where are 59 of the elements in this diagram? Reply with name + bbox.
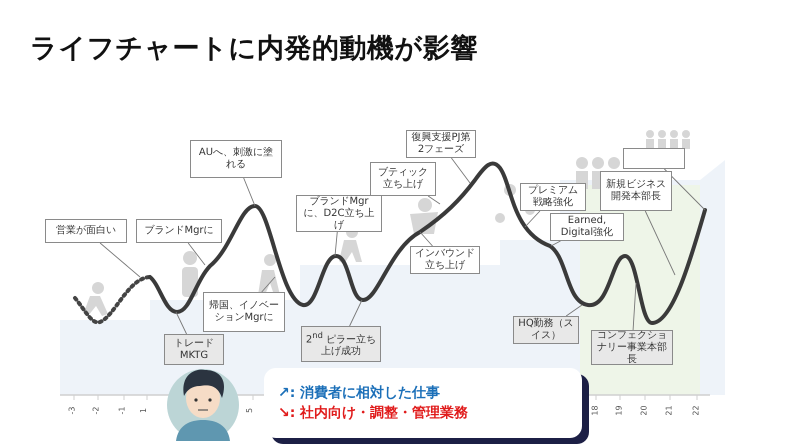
callout-box (410, 246, 480, 274)
speech-bubble (264, 368, 582, 438)
axis-tick-label: 5 (245, 408, 254, 414)
leader-line (664, 168, 706, 210)
callout-box (406, 130, 476, 158)
callout-box (136, 219, 222, 243)
axis-tick-label: 22 (692, 405, 701, 416)
callout-text: 復興支援PJ第2フェーズ (410, 132, 472, 156)
callout-box (550, 213, 624, 241)
leader-line (188, 242, 206, 266)
axis-tick-label: 18 (590, 405, 600, 416)
callout-text: プレミアム戦略強化 (527, 185, 579, 209)
axis-tick-label: 1 (139, 408, 148, 414)
callout-box (370, 162, 436, 196)
leader-line (644, 210, 676, 276)
callout-box (296, 195, 382, 232)
callout-box (600, 171, 672, 211)
legend-text: ↘: 社内向け・調整・管理業務 (278, 404, 470, 422)
leader-line (550, 240, 561, 246)
callout-text: HQ勤務（スイス） (517, 318, 575, 342)
legend-text: ↗: 消費者に相対した仕事 (278, 384, 442, 402)
axis-tick-label: 20 (640, 405, 649, 416)
callout-text: ブランドMgrに、D2C立ち上げ (302, 196, 376, 232)
axis-tick-label: -3 (68, 406, 76, 414)
callout-text: ブランドMgrに (144, 225, 214, 237)
callout-box (520, 183, 586, 211)
callout-text: 帰国、イノベーションMgrに (208, 300, 280, 324)
callout-text: Earned, Digital強化 (560, 215, 614, 239)
axis-tick-label: -1 (118, 406, 126, 414)
leader-line (428, 196, 440, 204)
callout-text: 営業が面白い (56, 225, 116, 237)
leader-line (176, 312, 187, 334)
leader-line (420, 232, 433, 246)
callout-box (513, 316, 579, 344)
callout-box (190, 140, 282, 178)
leader-line (632, 282, 636, 330)
leader-line (100, 242, 140, 278)
leader-line (349, 300, 362, 326)
leader-line (261, 276, 276, 292)
leader-line (450, 158, 470, 184)
callout-text: コンフェクショナリー事業本部長 (596, 330, 668, 366)
leader-line (334, 232, 338, 256)
callout-text: トレードMKTG (173, 338, 215, 362)
callout-text: 2$^{nd}$ ピラー立ち上げ成功 (305, 330, 377, 358)
leader-line (243, 178, 256, 206)
empty-callout-box (623, 148, 685, 169)
callout-box (45, 219, 127, 243)
title: ライフチャートに内発的動機が影響 (30, 32, 478, 66)
axis-tick-label: 21 (664, 405, 674, 416)
callout-text: インバウンド立ち上げ (414, 248, 476, 272)
axis-tick-label: 19 (614, 405, 624, 416)
axis-tick-label: -2 (92, 406, 100, 414)
leader-line (566, 304, 582, 316)
leader-line (524, 210, 540, 228)
callout-box (164, 334, 224, 365)
callout-text: ブティック立ち上げ (377, 167, 429, 191)
callout-box (203, 292, 285, 332)
callout-text: AUへ、刺激に塗れる (198, 147, 274, 171)
callout-text: 新規ビジネス開発本部長 (605, 179, 667, 203)
